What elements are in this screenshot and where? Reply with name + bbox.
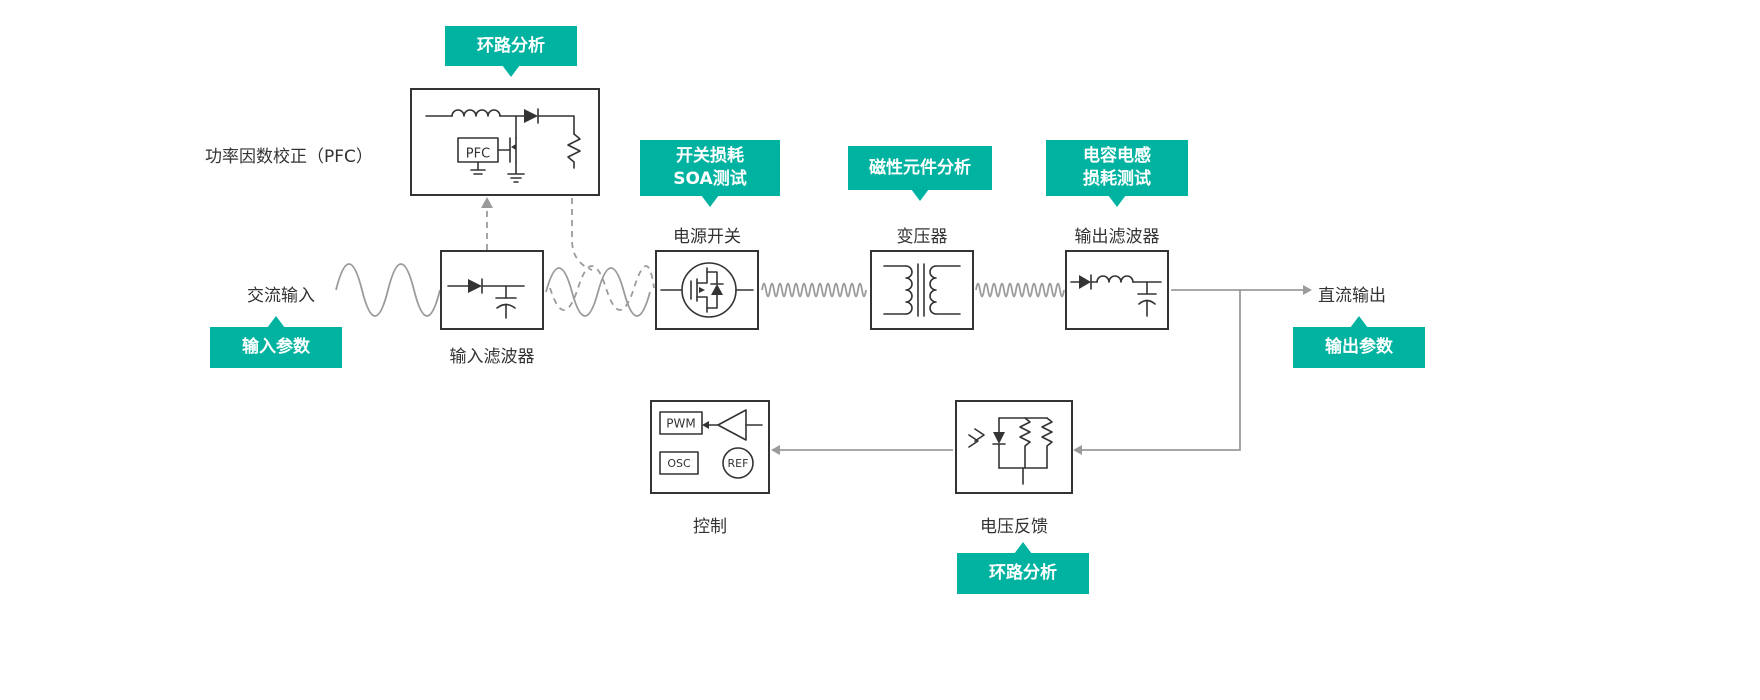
transformer-circuit-icon [883, 263, 961, 317]
control-circuit-icon: PWM OSC REF [659, 409, 763, 479]
ac-sine-wave-icon [335, 263, 441, 317]
callout-magnetics-analysis[interactable]: 磁性元件分析 [848, 146, 992, 201]
pointer-down-icon [502, 65, 520, 77]
callout-switch-loss-soa[interactable]: 开关损耗 SOA测试 [640, 140, 780, 207]
dc-output-label: 直流输出 [1318, 286, 1386, 306]
callout-label-line2: SOA测试 [673, 169, 747, 189]
pfc-return-line [571, 198, 593, 271]
pointer-up-icon [1014, 542, 1032, 554]
transformer-block [870, 250, 974, 330]
pfc-chip-label: PFC [466, 147, 490, 162]
hf-wave-left-icon [761, 282, 867, 298]
ref-label: REF [728, 457, 749, 470]
output-filter-label: 输出滤波器 [1074, 227, 1160, 247]
output-filter-circuit-icon [1070, 274, 1162, 317]
callout-loop-analysis-top[interactable]: 环路分析 [445, 26, 577, 77]
power-switch-block [655, 250, 759, 330]
callout-label: 环路分析 [989, 563, 1057, 583]
pointer-up-icon [267, 316, 285, 328]
callout-label: 输出参数 [1325, 337, 1393, 357]
control-block: PWM OSC REF [650, 400, 770, 494]
pointer-down-icon [701, 195, 719, 207]
feedback-arrowhead-icon [1073, 445, 1082, 455]
input-filter-circuit-icon [447, 278, 525, 319]
transformer-label: 变压器 [896, 227, 948, 247]
callout-label-line1: 开关损耗 [676, 146, 744, 166]
callout-cap-ind-loss[interactable]: 电容电感 损耗测试 [1046, 140, 1188, 207]
dc-output-arrowhead-icon [1303, 285, 1312, 295]
pointer-down-icon [911, 189, 929, 201]
pfc-block: PFC [410, 88, 600, 196]
callout-input-params[interactable]: 输入参数 [210, 316, 342, 368]
control-label: 控制 [693, 517, 727, 537]
pwm-label: PWM [666, 417, 695, 431]
ac-input-label: 交流输入 [247, 286, 315, 306]
callout-label: 磁性元件分析 [869, 157, 971, 178]
hf-wave-right-icon [975, 282, 1065, 298]
voltage-feedback-block [955, 400, 1073, 494]
pfc-circuit-icon: PFC [425, 108, 581, 183]
rectified-wave-icon [545, 267, 651, 317]
callout-label-line1: 电容电感 [1083, 146, 1151, 166]
input-filter-label: 输入滤波器 [449, 347, 535, 367]
power-switch-label: 电源开关 [673, 227, 741, 247]
pfc-branch-arrowhead-icon [481, 197, 493, 208]
callout-label: 输入参数 [242, 337, 310, 357]
control-arrowhead-icon [771, 445, 780, 455]
pointer-down-icon [1108, 195, 1126, 207]
power-switch-circuit-icon [660, 262, 754, 318]
callout-loop-analysis-bottom[interactable]: 环路分析 [957, 542, 1089, 594]
output-filter-block [1065, 250, 1169, 330]
callout-label-line2: 损耗测试 [1083, 169, 1151, 189]
voltage-feedback-label: 电压反馈 [980, 517, 1048, 537]
pfc-corrected-wave-icon [549, 265, 655, 311]
feedback-circuit-icon [968, 417, 1053, 485]
pfc-title-label: 功率因数校正（PFC） [205, 147, 373, 167]
input-filter-block [440, 250, 544, 330]
pointer-up-icon [1350, 316, 1368, 328]
osc-label: OSC [667, 457, 691, 470]
callout-label: 环路分析 [477, 35, 545, 56]
callout-output-params[interactable]: 输出参数 [1293, 316, 1425, 368]
